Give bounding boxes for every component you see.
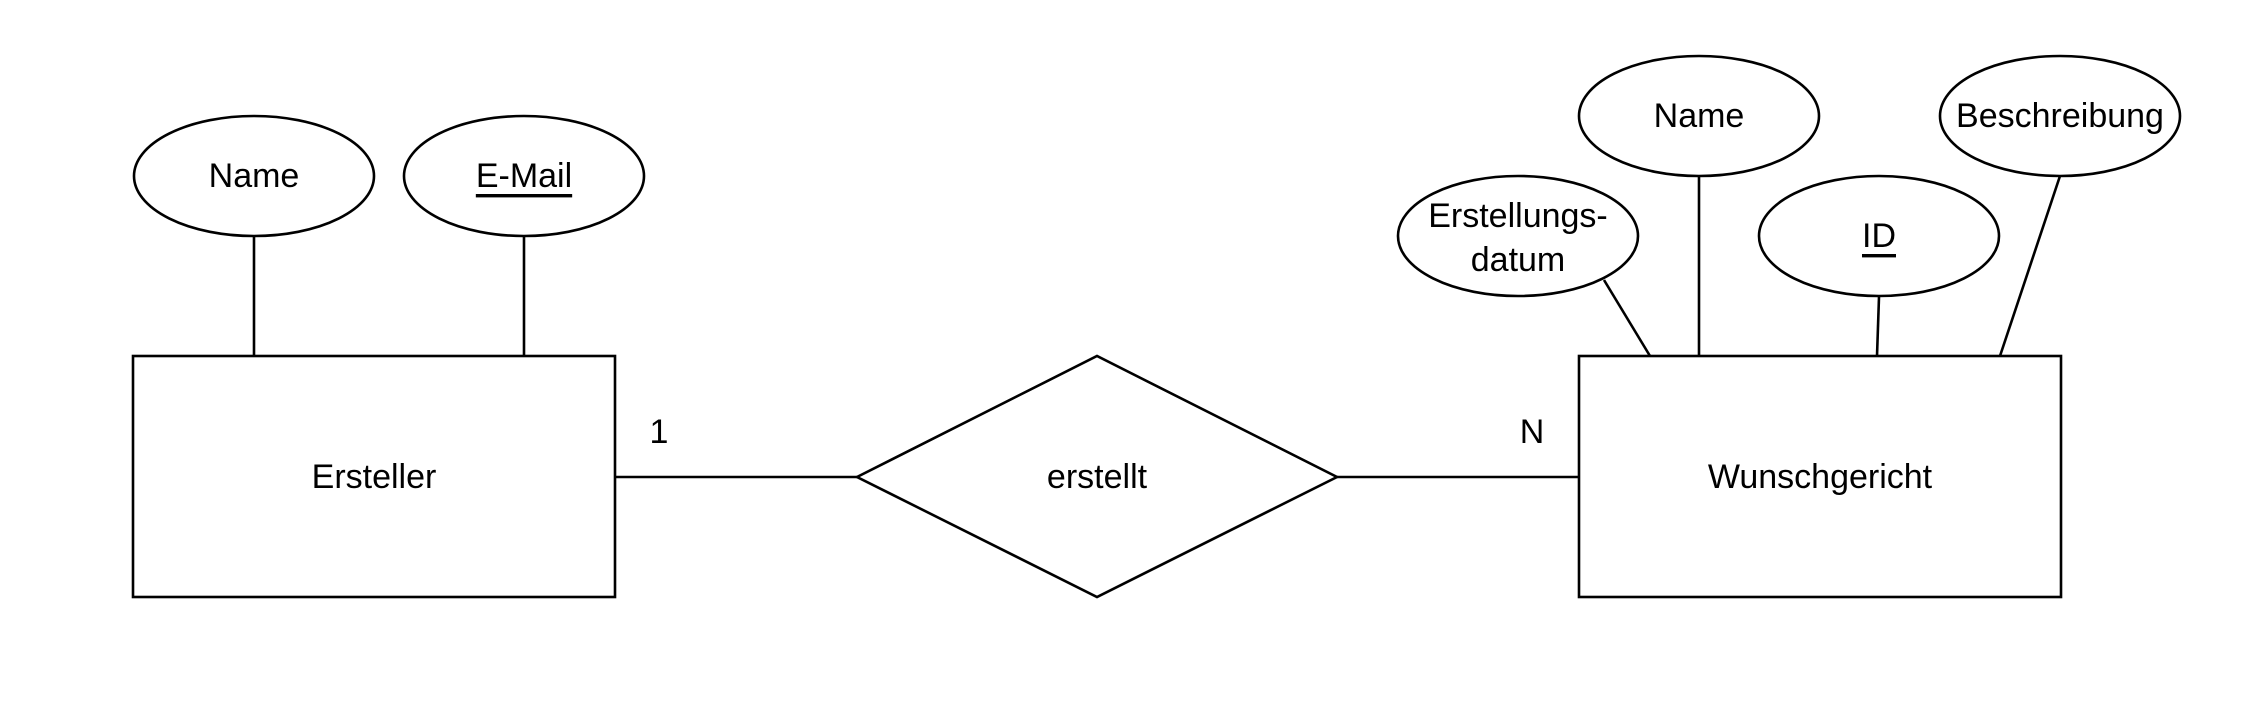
edge-wg-id	[1875, 296, 1881, 357]
attribute-wg-erstellungsdatum: Erstellungs- datum	[1396, 174, 1640, 298]
entity-ersteller: Ersteller	[131, 354, 617, 599]
relationship-erstellt-diamond	[854, 354, 1340, 599]
attribute-wg-beschreibung: Beschreibung	[1938, 54, 2182, 178]
relationship-erstellt: erstellt	[854, 354, 1340, 599]
entity-wunschgericht-label: Wunschgericht	[1708, 458, 1933, 496]
attribute-ersteller-email: E-Mail	[402, 114, 646, 238]
entity-wunschgericht: Wunschgericht	[1577, 354, 2063, 599]
attribute-ersteller-name: Name	[132, 114, 376, 238]
attribute-wg-name: Name	[1577, 54, 1821, 178]
attribute-wg-erstellungsdatum-ellipse	[1396, 174, 1640, 298]
entity-ersteller-box	[131, 354, 617, 599]
attribute-wg-id-label: ID	[1862, 217, 1896, 255]
attribute-wg-id-ellipse	[1757, 174, 2001, 298]
connectors	[252, 175, 2062, 479]
relationship-erstellt-label: erstellt	[1047, 458, 1148, 496]
attribute-ersteller-email-label: E-Mail	[476, 157, 572, 195]
entity-wunschgericht-box	[1577, 354, 2063, 599]
edge-wg-beschreibung	[1998, 175, 2062, 357]
attribute-ersteller-name-ellipse	[132, 114, 376, 238]
attribute-ersteller-name-label: Name	[209, 157, 300, 195]
attribute-wg-name-label: Name	[1654, 97, 1745, 135]
cardinality-wunschgericht: N	[1520, 413, 1545, 451]
attribute-wg-beschreibung-label: Beschreibung	[1956, 97, 2164, 135]
attribute-wg-beschreibung-ellipse	[1938, 54, 2182, 178]
attribute-ersteller-email-ellipse	[402, 114, 646, 238]
attribute-wg-id: ID	[1757, 174, 2001, 298]
attribute-wg-erstellungsdatum-label-line1: Erstellungs-	[1428, 197, 1608, 235]
cardinality-ersteller: 1	[650, 413, 669, 451]
attribute-wg-erstellungsdatum-label-line2: datum	[1471, 241, 1566, 279]
entity-ersteller-label: Ersteller	[312, 458, 437, 496]
edge-wg-erstellungsdatum	[1602, 279, 1652, 357]
attribute-wg-name-ellipse	[1577, 54, 1821, 178]
